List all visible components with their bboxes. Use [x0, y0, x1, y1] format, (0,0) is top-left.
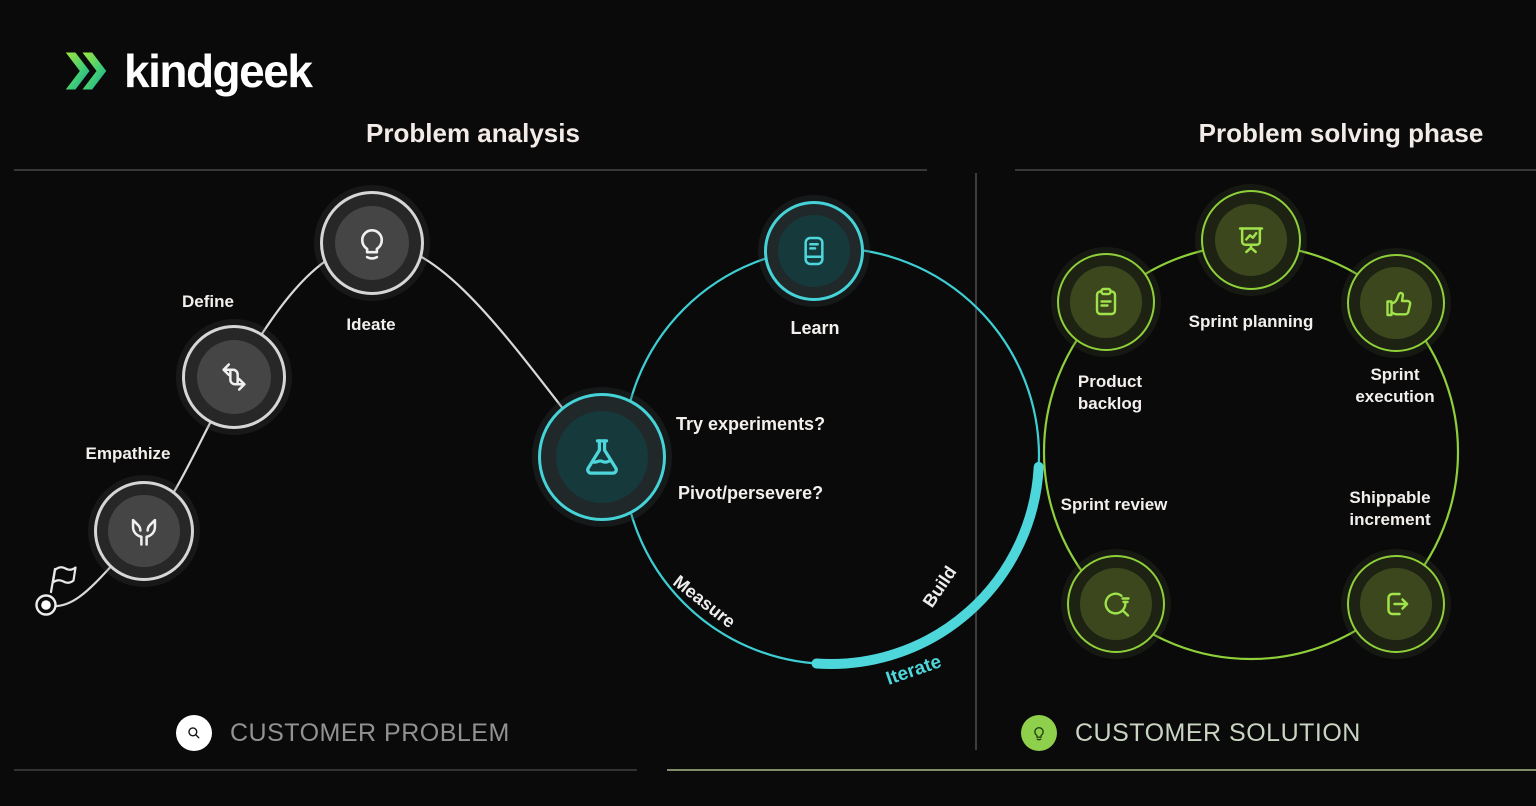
ideate-label: Ideate: [346, 315, 396, 334]
right-section-title: Problem solving phase: [1198, 118, 1484, 148]
sprint-planning-label: Sprint planning: [1188, 312, 1314, 331]
presentation-chart-icon: [1238, 227, 1264, 254]
sprint-execution-label: Sprint execution: [1355, 365, 1435, 407]
footer-rule-left: [14, 769, 637, 771]
left-section-title: Problem analysis: [366, 118, 580, 148]
define-node: [182, 325, 286, 429]
sprint-review-node: [1067, 555, 1165, 653]
header-rule-left: [14, 169, 927, 171]
clipboard-icon: [1095, 287, 1117, 316]
learn-node: [764, 201, 864, 301]
pivot-persevere-text: Pivot/persevere?: [678, 483, 824, 503]
experiment-flask-node: [538, 393, 666, 521]
bulb-icon: [1021, 715, 1057, 751]
sprint-execution-node: [1347, 254, 1445, 352]
turn-arrows-icon: [222, 363, 246, 391]
define-label: Define: [182, 292, 234, 311]
lightbulb-icon: [360, 229, 384, 260]
start-dot-core: [41, 600, 51, 610]
iterate-arc: [811, 461, 1044, 669]
brand-logo: kindgeek: [64, 45, 313, 97]
sprint-planning-node: [1201, 190, 1301, 290]
brand-name: kindgeek: [124, 45, 313, 97]
header-rule-right: [1015, 169, 1536, 171]
thumbs-up-icon: [1386, 291, 1412, 317]
hands-icon: [131, 518, 157, 546]
customer-problem-legend: CUSTOMER PROBLEM: [176, 715, 510, 751]
customer-problem-text: CUSTOMER PROBLEM: [230, 718, 510, 747]
learn-label: Learn: [790, 318, 840, 338]
empathize-node: [94, 481, 194, 581]
empathize-label: Empathize: [85, 444, 171, 463]
product-backlog-node: [1057, 253, 1155, 351]
book-icon: [804, 236, 824, 266]
customer-solution-text: CUSTOMER SOLUTION: [1075, 718, 1361, 747]
customer-solution-legend: CUSTOMER SOLUTION: [1021, 715, 1361, 751]
ideate-node: [320, 191, 424, 295]
product-backlog-label: Product backlog: [1077, 372, 1143, 414]
export-icon: [1387, 592, 1409, 616]
shippable-increment-node: [1347, 555, 1445, 653]
flag-icon: [49, 566, 77, 594]
review-search-icon: [1104, 592, 1130, 617]
double-chevron-icon: [65, 52, 107, 90]
flask-icon: [586, 439, 618, 475]
try-experiments-text: Try experiments?: [676, 414, 826, 434]
section-divider: [975, 173, 977, 750]
footer-rule-right: [667, 769, 1536, 771]
search-icon: [176, 715, 212, 751]
shippable-increment-label: Shippable increment: [1349, 488, 1431, 530]
sprint-review-label: Sprint review: [1060, 495, 1168, 514]
